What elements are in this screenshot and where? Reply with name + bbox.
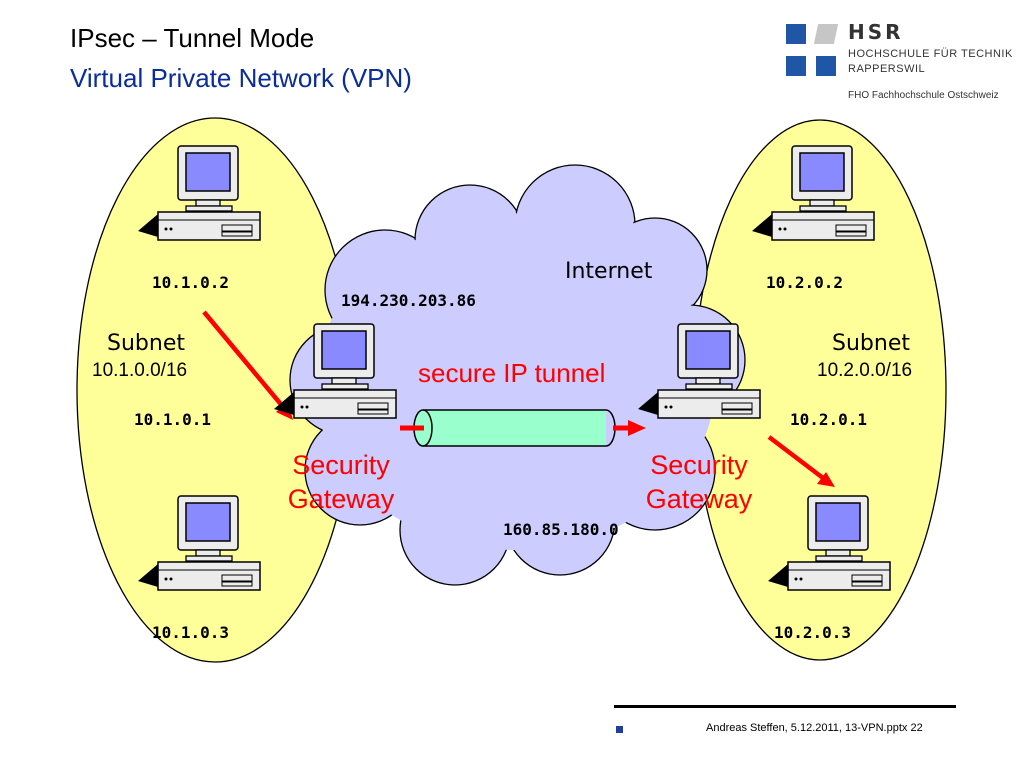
secure-ip-tunnel [413,409,616,447]
slide-title: IPsec – Tunnel Mode [70,23,315,53]
left-subnet-label: Subnet [107,331,185,356]
tunnel-arrowhead-icon [628,420,646,436]
slide-subtitle: Virtual Private Network (VPN) [70,63,412,93]
hsr-logo: HSR HOCHSCHULE FÜR TECHNIK RAPPERSWIL FH… [784,20,1014,112]
right-gateway-label-line1: Security [650,450,748,480]
right-packet-arrow [767,435,825,480]
right-gateway-label-line2: Gateway [646,484,753,514]
left-packet-arrow [202,310,286,410]
right-arrowhead-icon [817,472,835,487]
logo-name: HSR [848,20,904,44]
host-ip-10-2-0-3: 10.2.0.3 [774,623,851,642]
host-ip-10-1-0-2: 10.1.0.2 [152,273,229,292]
right-subnet-cidr: 10.2.0.0/16 [817,360,912,381]
public-ip-left: 194.230.203.86 [341,291,476,310]
gateway-ip-10-2-0-1: 10.2.0.1 [790,410,867,429]
logo-square-icon [786,56,806,76]
logo-square-icon [816,56,836,76]
logo-square-icon [786,24,806,44]
left-gateway-label-line2: Gateway [288,484,395,514]
logo-line-3: FHO Fachhochschule Ostschweiz [848,90,999,101]
host-ip-10-1-0-3: 10.1.0.3 [152,623,229,642]
logo-line-2: RAPPERSWIL [848,63,926,75]
public-ip-right: 160.85.180.0 [503,520,619,539]
footer-divider [614,705,956,708]
host-ip-10-2-0-2: 10.2.0.2 [766,273,843,292]
left-subnet-cidr: 10.1.0.0/16 [92,360,187,381]
logo-line-1: HOCHSCHULE FÜR TECHNIK [848,48,1013,60]
footer-bullet-icon [616,726,623,733]
footer-text: Andreas Steffen, 5.12.2011, 13-VPN.pptx … [706,722,923,734]
internet-label: Internet [565,259,653,284]
gateway-ip-10-1-0-1: 10.1.0.1 [134,410,211,429]
left-gateway-label-line1: Security [292,450,390,480]
right-subnet-label: Subnet [832,331,910,356]
tunnel-label: secure IP tunnel [418,358,605,388]
